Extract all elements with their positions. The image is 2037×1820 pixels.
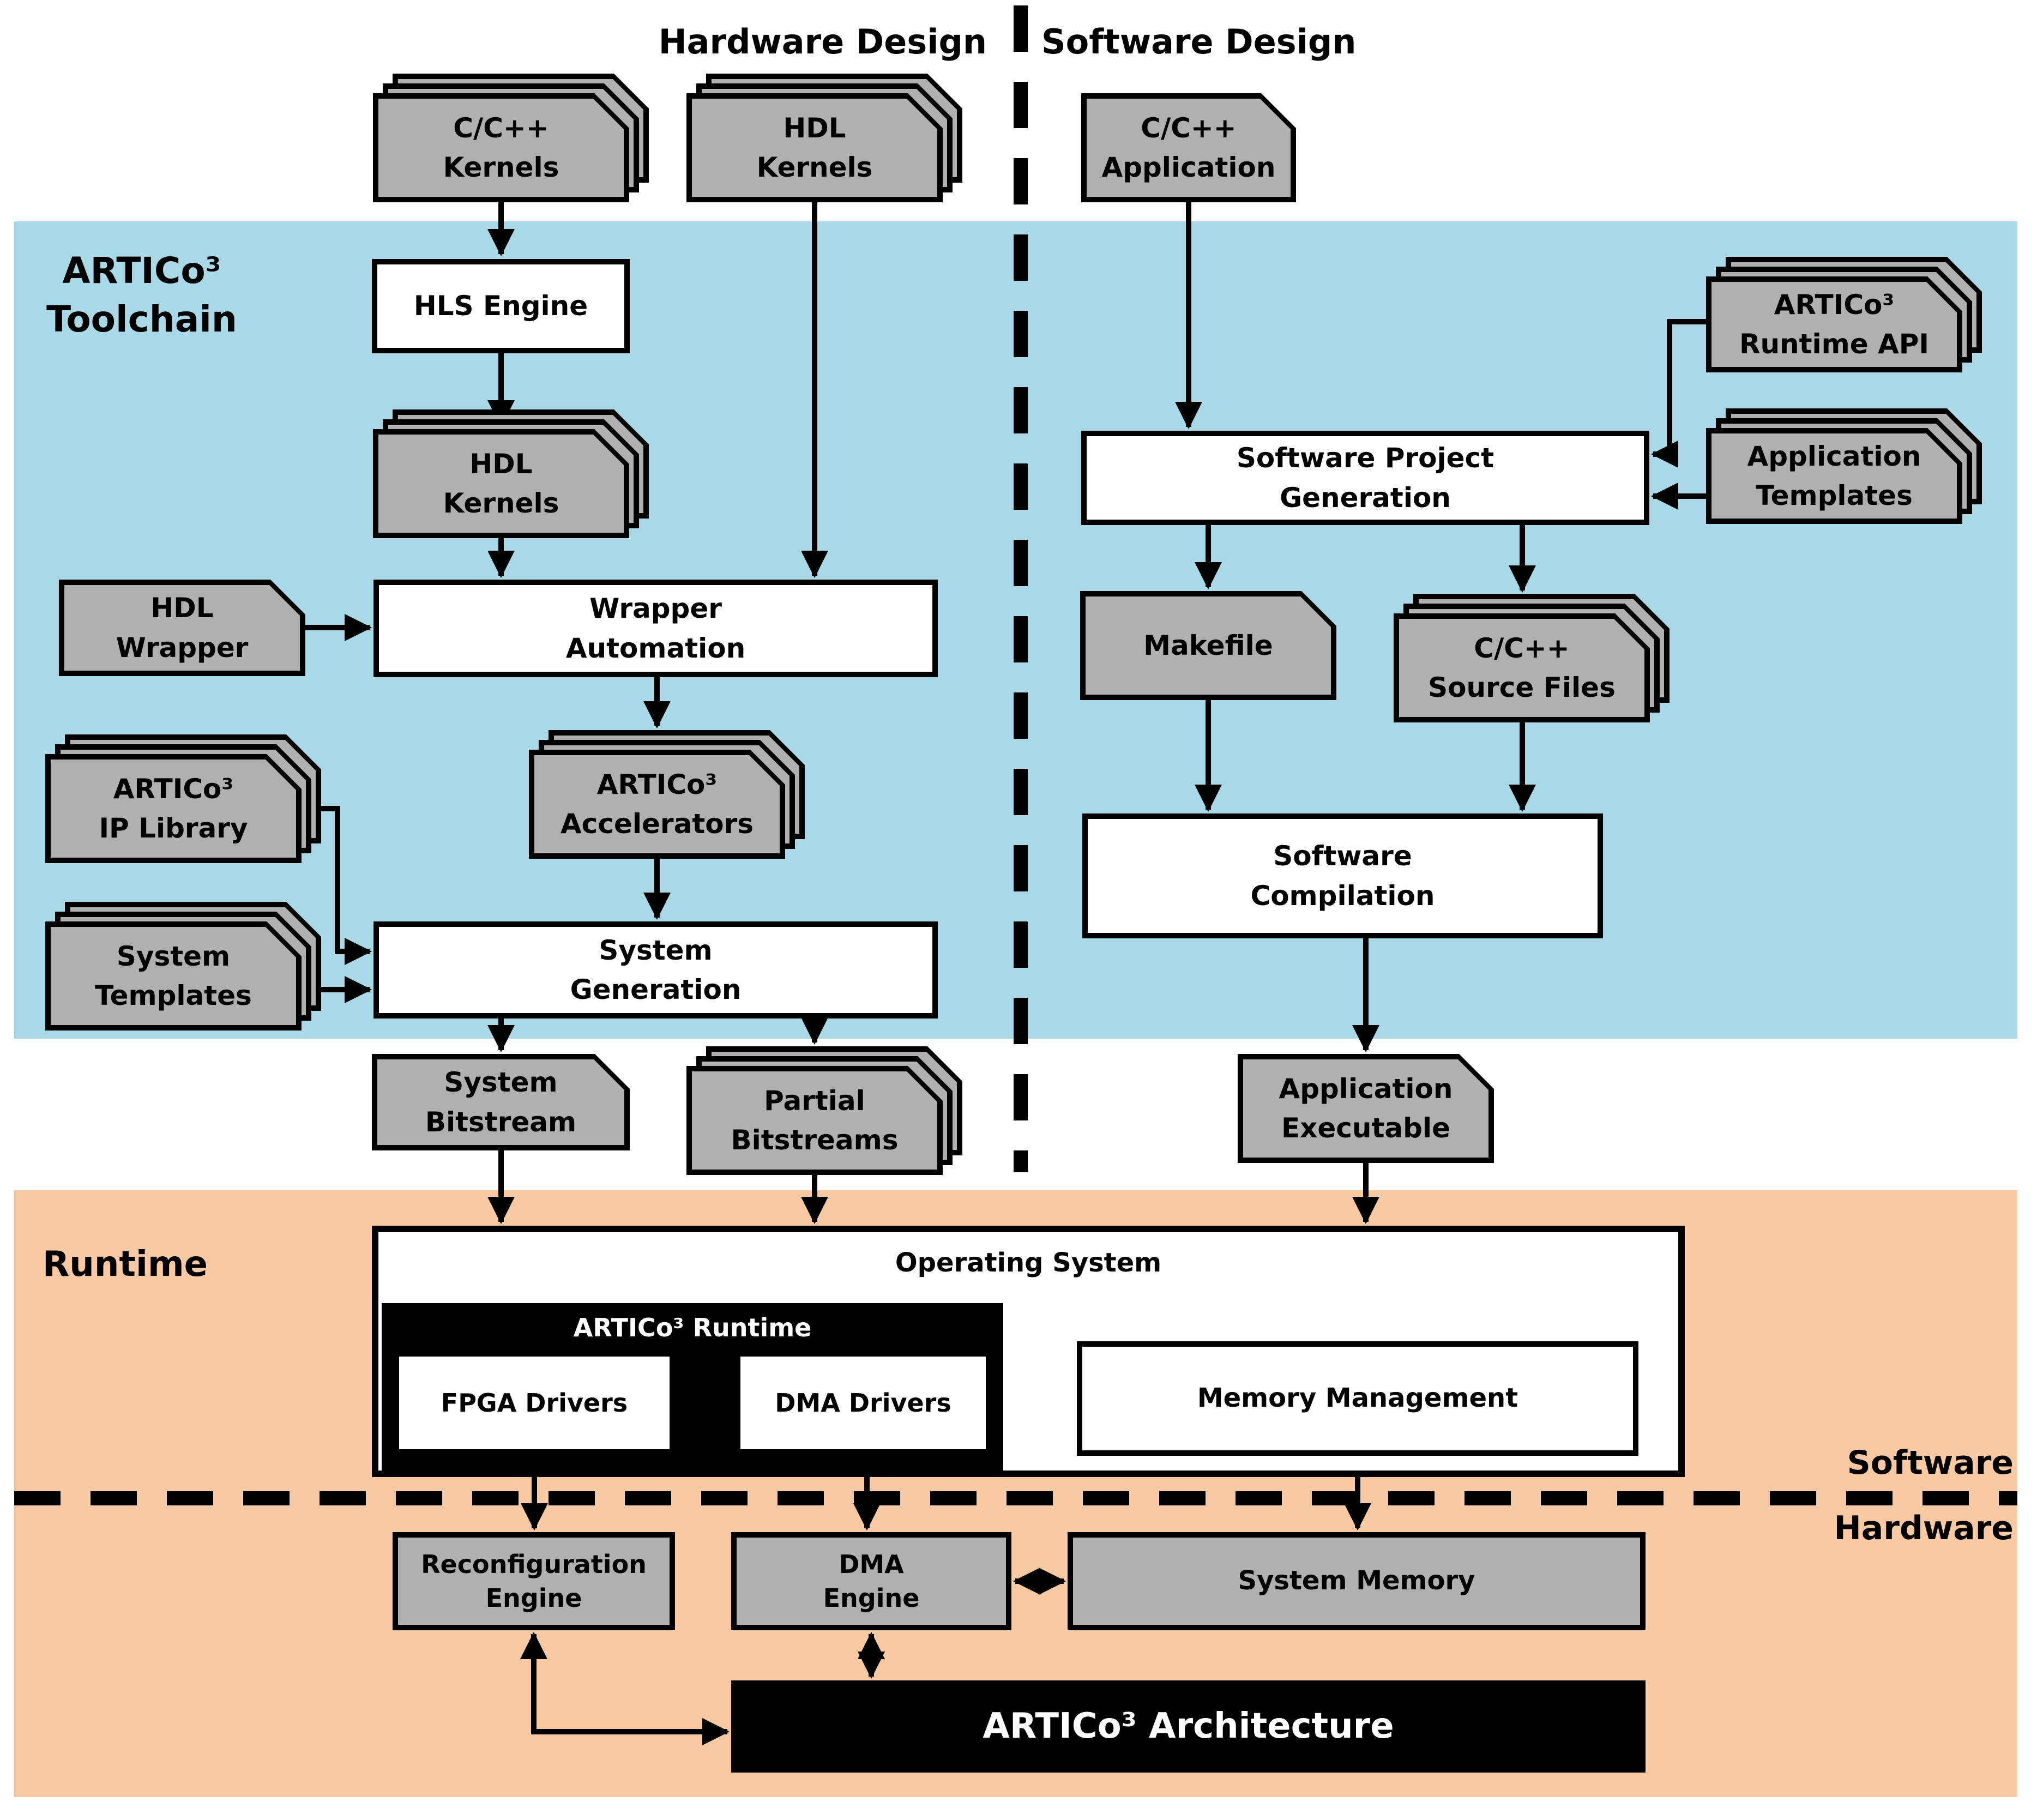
arrow-reconfig-engine-to-architecture	[520, 1631, 730, 1745]
artico-architecture: ARTICo³ Architecture	[731, 1680, 1646, 1773]
cc-kernels: C/C++ Kernels	[373, 93, 629, 202]
dma-engine-label-1: DMA	[839, 1549, 904, 1579]
toolchain-label: ARTICo³ Toolchain	[16, 246, 267, 343]
app-templates-label-1: Application	[1747, 440, 1921, 472]
wrapper-automation-label-1: Wrapper	[589, 593, 722, 624]
sw-project-generation: Software Project Generation	[1081, 431, 1649, 525]
runtime-api: ARTICo³ Runtime API	[1706, 276, 1962, 372]
app-templates-label-2: Templates	[1756, 480, 1913, 511]
sw-project-generation-label-2: Generation	[1280, 481, 1451, 514]
system-memory-label: System Memory	[1238, 1565, 1475, 1596]
makefile-label: Makefile	[1143, 629, 1273, 661]
partial-bitstreams-label-1: Partial	[764, 1084, 865, 1117]
cc-application-label-2: Application	[1101, 152, 1276, 183]
dma-engine-label-2: Engine	[823, 1583, 920, 1613]
ip-library-label-2: IP Library	[99, 812, 248, 844]
wrapper-automation-label-2: Automation	[565, 632, 746, 664]
hdl-kernels-gen-label-2: Kernels	[443, 487, 559, 519]
memory-management: Memory Management	[1077, 1341, 1638, 1456]
system-generation: System Generation	[373, 921, 938, 1019]
hdl-kernels-gen-label-1: HDL	[469, 448, 533, 480]
system-templates-label-1: System	[116, 940, 231, 972]
accelerators: ARTICo³ Accelerators	[529, 750, 785, 859]
runtime-label: Runtime	[43, 1244, 208, 1285]
reconfig-engine-label-2: Engine	[485, 1583, 582, 1613]
src-files: C/C++ Source Files	[1394, 613, 1650, 722]
hdl-kernels-gen: HDL Kernels	[373, 429, 629, 538]
cc-application: C/C++ Application	[1081, 93, 1296, 202]
accelerators-label-2: Accelerators	[560, 808, 754, 840]
hls-engine: HLS Engine	[372, 259, 630, 353]
operating-system-label: Operating System	[895, 1248, 1162, 1279]
system-bitstream-label-1: System	[444, 1066, 558, 1098]
arrow-runtime-api-to-sw-project-generation	[1650, 319, 1706, 468]
cc-application-label-1: C/C++	[1141, 112, 1237, 144]
cc-kernels-label-2: Kernels	[443, 152, 559, 183]
software-layer-label: Software	[1847, 1444, 2014, 1482]
wrapper-automation: Wrapper Automation	[373, 580, 938, 677]
runtime-api-label-2: Runtime API	[1739, 328, 1930, 360]
hdl-wrapper: HDL Wrapper	[59, 580, 305, 676]
toolchain-label-line1: ARTICo³	[62, 250, 221, 292]
dma-drivers: DMA Drivers	[735, 1351, 991, 1455]
ip-library: ARTICo³ IP Library	[45, 754, 302, 863]
app-templates: Application Templates	[1706, 428, 1962, 524]
system-memory: System Memory	[1068, 1532, 1646, 1630]
system-bitstream-label-2: Bitstream	[425, 1106, 577, 1138]
memory-management-label: Memory Management	[1197, 1383, 1518, 1414]
software-design-header: Software Design	[1041, 22, 1357, 62]
app-executable-label-1: Application	[1279, 1072, 1453, 1105]
sw-compilation-label-1: Software	[1273, 840, 1412, 872]
system-templates-label-2: Templates	[95, 980, 252, 1011]
src-files-label-2: Source Files	[1428, 672, 1616, 703]
app-executable: Application Executable	[1238, 1054, 1494, 1163]
sw-project-generation-label-1: Software Project	[1236, 442, 1494, 474]
sw-compilation-label-2: Compilation	[1250, 879, 1435, 912]
partial-bitstreams-label-2: Bitstreams	[731, 1124, 899, 1156]
hardware-layer-label: Hardware	[1834, 1509, 2014, 1547]
hdl-kernels-design-label-2: Kernels	[756, 152, 873, 183]
reconfig-engine-label-1: Reconfiguration	[421, 1549, 647, 1579]
app-executable-label-2: Executable	[1281, 1112, 1451, 1144]
runtime-api-label-1: ARTICo³	[1774, 288, 1895, 321]
makefile: Makefile	[1080, 591, 1336, 700]
system-generation-label-2: Generation	[570, 974, 742, 1005]
artico-runtime-label: ARTICo³ Runtime	[573, 1312, 812, 1342]
cc-kernels-label-1: C/C++	[453, 112, 549, 144]
hdl-wrapper-label-2: Wrapper	[116, 631, 249, 664]
hdl-kernels-design: HDL Kernels	[686, 93, 943, 202]
fpga-drivers: FPGA Drivers	[394, 1351, 675, 1455]
ip-library-label-1: ARTICo³	[113, 773, 234, 805]
system-generation-label-1: System	[599, 934, 713, 966]
system-templates: System Templates	[45, 921, 302, 1030]
hls-engine-label: HLS Engine	[413, 290, 588, 322]
artico-architecture-label: ARTICo³ Architecture	[983, 1706, 1394, 1747]
system-bitstream: System Bitstream	[372, 1054, 630, 1150]
reconfig-engine: Reconfiguration Engine	[393, 1532, 675, 1630]
src-files-label-1: C/C++	[1474, 632, 1570, 664]
partial-bitstreams: Partial Bitstreams	[686, 1066, 943, 1175]
hardware-design-header: Hardware Design	[658, 22, 987, 62]
hdl-wrapper-label-1: HDL	[150, 592, 214, 624]
fpga-drivers-label: FPGA Drivers	[441, 1388, 628, 1418]
dma-engine: DMA Engine	[731, 1532, 1011, 1630]
dma-drivers-label: DMA Drivers	[775, 1388, 951, 1418]
accelerators-label-1: ARTICo³	[596, 768, 718, 800]
toolchain-label-line2: Toolchain	[46, 298, 237, 341]
sw-compilation: Software Compilation	[1082, 813, 1603, 938]
hdl-kernels-design-label-1: HDL	[783, 112, 846, 144]
